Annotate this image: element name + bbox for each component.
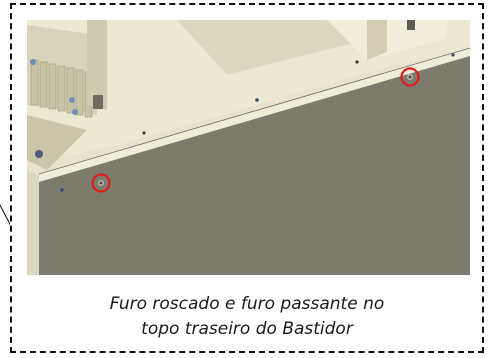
caption-line-1: Furo roscado e furo passante no	[109, 294, 385, 314]
figure-caption: Furo roscado e furo passante no topo tra…	[20, 292, 474, 342]
through-hole-marker	[400, 67, 420, 87]
threaded-hole-marker	[91, 173, 111, 193]
caption-line-2: topo traseiro do Bastidor	[141, 319, 353, 339]
rear-panel	[39, 55, 470, 275]
terminal-rack	[27, 20, 107, 118]
cabinet-figure	[27, 20, 470, 275]
